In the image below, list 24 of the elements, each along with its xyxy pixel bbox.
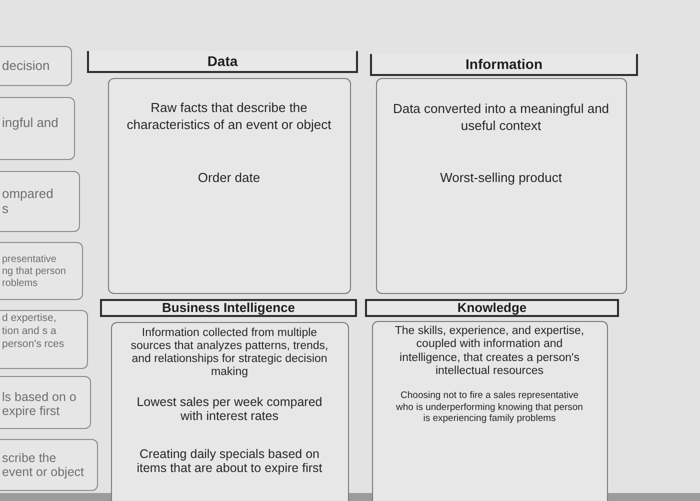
answer-card: ls based on o expire first [0,376,91,429]
answer-text: Worst-selling product [440,169,562,186]
drop-zone [372,321,608,501]
answer-card: decision [0,46,72,86]
definition-text: Data converted into a meaningful and useful context [392,100,610,134]
definition-text: The skills, experience, and expertise, coupled with information and intelligence, that creates a person's intellectual resources [394,325,585,378]
answer-text: Choosing not to fire a sales representative who is underperforming knowing that person is experiencing family problems [396,390,584,424]
category-header: Information [370,54,638,76]
category-header: Knowledge [365,299,619,317]
category-header: Business Intelligence [100,299,357,317]
drop-zone [376,78,627,294]
answer-card: scribe the event or object [0,439,98,491]
answer-card: ompared s [0,171,80,232]
definition-text: Raw facts that describe the characteristics of an event or object [126,99,332,133]
answer-card: d expertise, tion and s a person's rces [0,310,88,369]
answer-text: Creating daily specials based on items that are about to expire first [136,447,323,475]
answer-card: ingful and [0,97,75,160]
answer-text: Lowest sales per week compared with interest rates [136,395,323,423]
category-header: Data [87,51,358,73]
drop-zone [111,322,349,501]
answer-text: Order date [197,169,261,186]
definition-text: Information collected from multiple sources that analyzes patterns, trends, and relationships for strategic decision making [130,327,329,379]
drop-zone [108,78,351,294]
answer-card: presentative ng that person roblems [0,242,83,300]
